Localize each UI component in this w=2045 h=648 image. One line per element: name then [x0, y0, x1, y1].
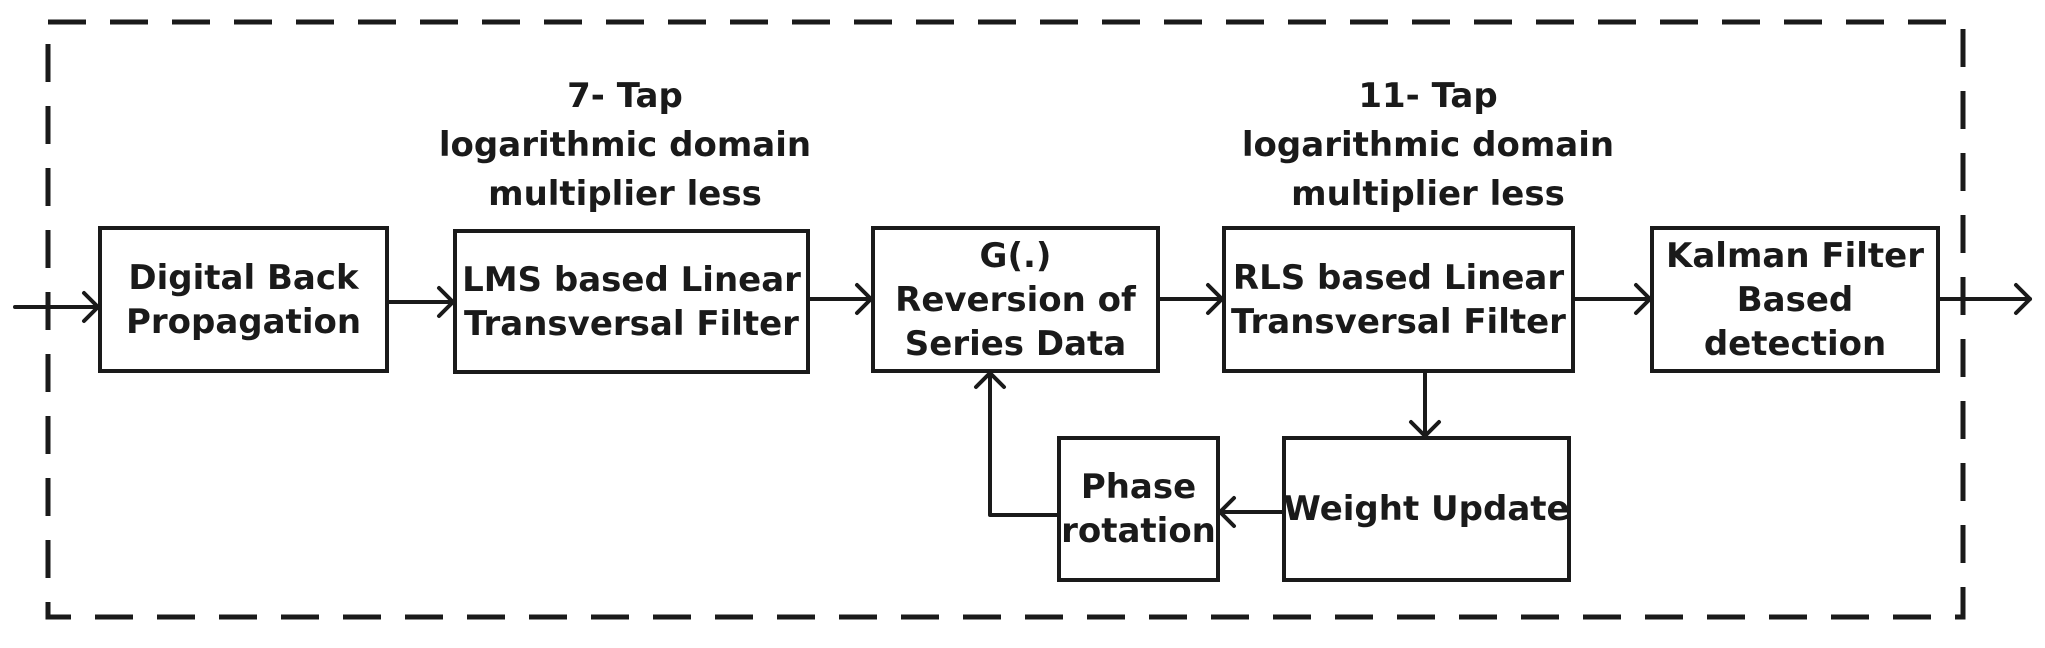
lms-filter-spec: 7- Tap logarithmic domain multiplier les…: [438, 76, 812, 214]
arrow-phase-to-g: [974, 371, 1059, 517]
phase-rotation-block: Phase rotation: [1057, 436, 1220, 582]
kalman-detection-block: Kalman Filter Based detection: [1650, 226, 1940, 373]
arrow-dbp-to-lms: [387, 286, 455, 318]
arrow-rls-to-kalman: [1573, 283, 1652, 315]
lms-filter-block: LMS based Linear Transversal Filter: [453, 229, 810, 374]
input-arrow: [13, 291, 100, 323]
output-arrow: [1938, 283, 2032, 315]
rls-filter-spec: 11- Tap logarithmic domain multiplier le…: [1241, 76, 1615, 214]
reversion-of-series-block: G(.) Reversion of Series Data: [871, 226, 1160, 373]
arrow-lms-to-g: [808, 283, 873, 315]
digital-back-propagation-block: Digital Back Propagation: [98, 226, 389, 373]
system-boundary: [45, 19, 1966, 620]
arrow-g-to-rls: [1158, 283, 1224, 315]
rls-filter-block: RLS based Linear Transversal Filter: [1222, 226, 1575, 373]
arrow-rls-to-weight-update: [1409, 371, 1441, 438]
weight-update-block: Weight Update: [1282, 436, 1571, 582]
arrow-weight-to-phase: [1218, 496, 1284, 528]
